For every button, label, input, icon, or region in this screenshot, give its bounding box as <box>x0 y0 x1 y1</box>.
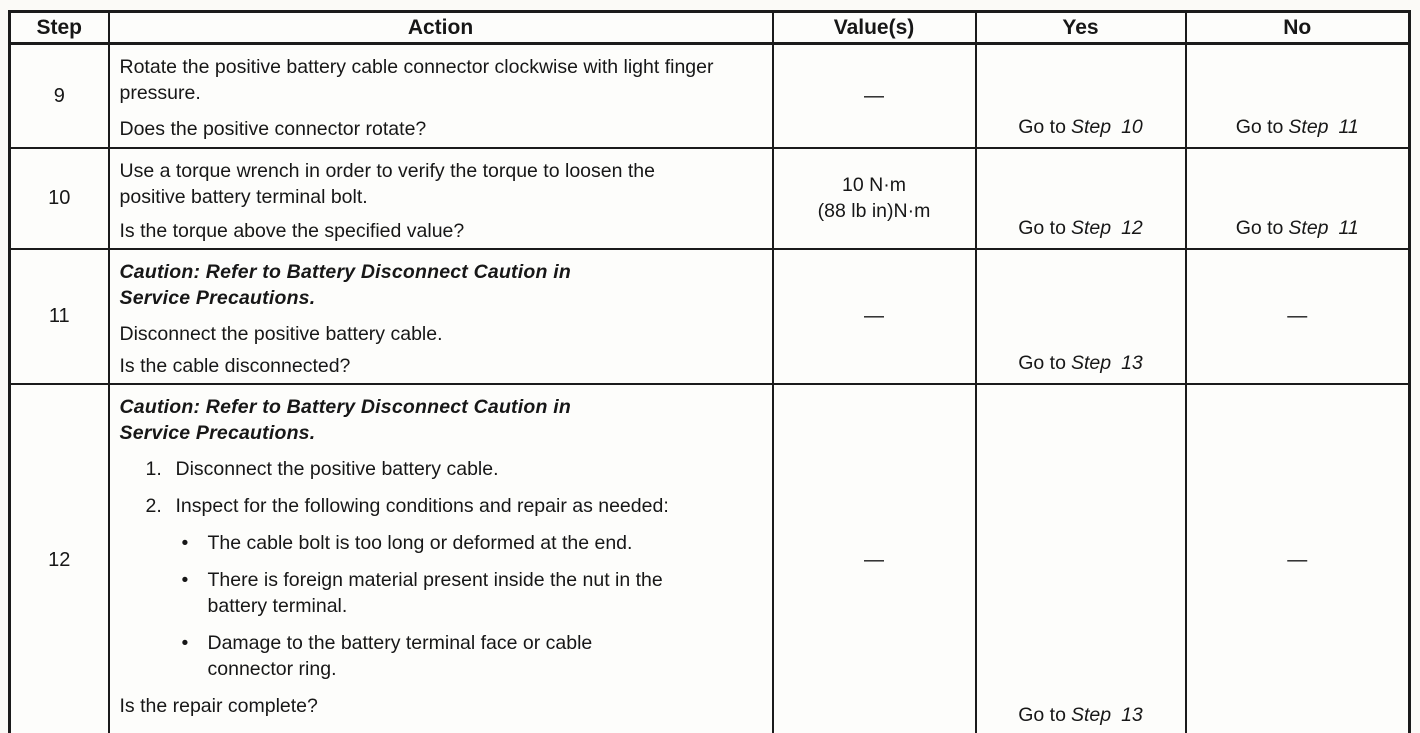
column-header-action: Action <box>107 10 774 45</box>
value-cell: — <box>771 247 977 385</box>
column-header-yes: Yes <box>974 10 1187 45</box>
action-question: Is the torque above the specified value? <box>119 219 465 242</box>
bullet-icon: • <box>181 631 189 654</box>
bullet-item: • The cable bolt is too long or deformed… <box>181 531 633 554</box>
table-row-step-9: 9 Rotate the positive battery cable conn… <box>8 42 1411 149</box>
action-text: Rotate the positive battery cable connec… <box>119 56 714 104</box>
no-cell: — <box>1184 247 1411 385</box>
no-cell: — <box>1184 382 1411 733</box>
bullet-item: • There is foreign material present insi… <box>181 568 663 617</box>
step-number: 9 <box>8 42 110 149</box>
action-question: Is the repair complete? <box>119 694 318 717</box>
step-number: 10 <box>8 146 110 250</box>
diagnostic-table: Step Action Value(s) Yes No 9 Rotate the… <box>8 10 1411 733</box>
action-cell: Caution: Refer to Battery Disconnect Cau… <box>107 247 774 385</box>
value-line: 10 N·m <box>842 174 906 196</box>
column-header-step: Step <box>8 10 110 45</box>
column-header-values: Value(s) <box>771 10 977 45</box>
value-cell: 10 N·m (88 lb in)N·m <box>771 146 977 250</box>
table-row-step-11: 11 Caution: Refer to Battery Disconnect … <box>8 247 1411 385</box>
numbered-item: 1. Disconnect the positive battery cable… <box>145 457 499 480</box>
value-cell: — <box>771 382 977 733</box>
bullet-icon: • <box>181 531 189 554</box>
action-question: Is the cable disconnected? <box>119 354 351 377</box>
value-cell: — <box>771 42 977 149</box>
table-row-step-10: 10 Use a torque wrench in order to verif… <box>8 146 1411 250</box>
caution-text: Caution: Refer to Battery Disconnect Cau… <box>119 260 571 309</box>
action-text: Disconnect the positive battery cable. <box>119 322 443 345</box>
table-row-step-12: 12 Caution: Refer to Battery Disconnect … <box>8 382 1411 733</box>
action-cell: Rotate the positive battery cable connec… <box>107 42 774 149</box>
numbered-item: 2. Inspect for the following conditions … <box>145 494 669 517</box>
value-line: (88 lb in)N·m <box>817 200 931 222</box>
action-question: Does the positive connector rotate? <box>119 118 427 140</box>
action-text: Use a torque wrench in order to verify t… <box>119 159 655 208</box>
bullet-item: • Damage to the battery terminal face or… <box>181 631 593 680</box>
column-header-no: No <box>1184 10 1411 45</box>
action-cell: Caution: Refer to Battery Disconnect Cau… <box>107 382 774 733</box>
caution-text: Caution: Refer to Battery Disconnect Cau… <box>119 395 571 444</box>
bullet-icon: • <box>181 568 189 591</box>
step-number: 12 <box>8 382 110 733</box>
action-cell: Use a torque wrench in order to verify t… <box>107 146 774 250</box>
header-row: Step Action Value(s) Yes No <box>8 10 1411 45</box>
step-number: 11 <box>8 247 110 385</box>
